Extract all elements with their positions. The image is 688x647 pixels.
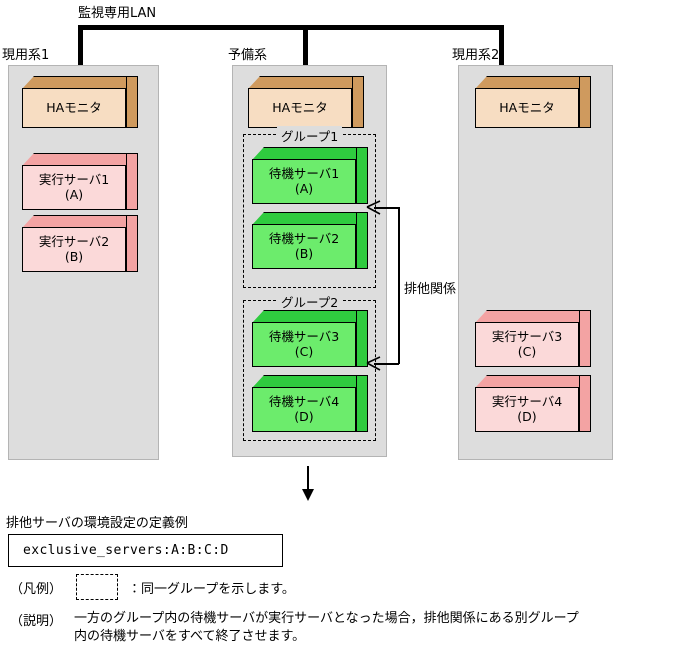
box-side-face: [579, 76, 591, 128]
ha-monitor-active1: HAモニタ: [22, 76, 138, 128]
group-label-2: グループ2: [277, 292, 343, 311]
system-label-active2: 現用系2: [452, 48, 500, 63]
system-label-standby: 予備系: [228, 48, 268, 63]
explanation-key-label: （説明）: [10, 614, 63, 629]
box-side-face: [126, 153, 138, 210]
exclusive-bracket-line: [398, 207, 400, 364]
lan-drop-active2: [499, 25, 504, 67]
server-name: 実行サーバ2: [38, 234, 110, 250]
box-front-face: HAモニタ: [475, 88, 579, 128]
lan-label: 監視専用LAN: [78, 6, 157, 21]
box-front-face: 待機サーバ1 (A): [252, 159, 356, 204]
definition-title: 排他サーバの環境設定の定義例: [6, 516, 188, 531]
box-side-face: [579, 375, 591, 432]
ha-monitor-standby: HAモニタ: [248, 76, 364, 128]
box-side-face: [356, 310, 368, 367]
server-id: (C): [517, 343, 537, 359]
lan-bus-line: [78, 25, 504, 30]
box-side-face: [356, 212, 368, 269]
box-front-face: 待機サーバ3 (C): [252, 322, 356, 367]
box-front-face: 実行サーバ4 (D): [475, 387, 579, 432]
server-name: 実行サーバ1: [38, 172, 110, 188]
box-side-face: [126, 215, 138, 272]
lan-drop-active1: [78, 25, 83, 67]
server-box-exec1: 実行サーバ1 (A): [22, 153, 138, 210]
server-id: (B): [64, 248, 84, 264]
server-id: (D): [517, 408, 537, 424]
explanation-line-2: 内の待機サーバをすべて終了させます。: [74, 629, 306, 644]
box-front-face: 実行サーバ2 (B): [22, 227, 126, 272]
ha-monitor-label: HAモニタ: [272, 99, 328, 115]
server-name: 待機サーバ1: [268, 166, 340, 182]
server-id: (A): [64, 186, 84, 202]
server-box-exec2: 実行サーバ2 (B): [22, 215, 138, 272]
definition-code: exclusive_servers:A:B:C:D: [23, 543, 229, 558]
legend-group-swatch: [76, 574, 118, 600]
exclusive-bracket-bottom: [374, 363, 399, 365]
ha-monitor-active2: HAモニタ: [475, 76, 591, 128]
server-box-standby3: 待機サーバ3 (C): [252, 310, 368, 367]
server-name: 実行サーバ4: [491, 394, 563, 410]
group-label-1: グループ1: [277, 126, 343, 145]
flow-arrow-head: [302, 489, 314, 501]
system-label-active1: 現用系1: [2, 48, 50, 63]
exclusive-arrow-head-bottom: [366, 356, 381, 371]
server-id: (A): [294, 180, 314, 196]
legend-key-label: （凡例）: [10, 582, 63, 597]
server-name: 待機サーバ3: [268, 329, 340, 345]
ha-monitor-label: HAモニタ: [46, 99, 102, 115]
box-side-face: [356, 375, 368, 432]
server-id: (D): [294, 408, 314, 424]
box-side-face: [356, 147, 368, 204]
box-front-face: 実行サーバ1 (A): [22, 165, 126, 210]
definition-code-box: exclusive_servers:A:B:C:D: [8, 534, 283, 567]
server-box-exec3: 実行サーバ3 (C): [475, 310, 591, 367]
server-id: (B): [294, 245, 314, 261]
box-front-face: 待機サーバ2 (B): [252, 224, 356, 269]
box-side-face: [579, 310, 591, 367]
exclusive-relation-label: 排他関係: [404, 282, 457, 297]
ha-monitor-label: HAモニタ: [499, 99, 555, 115]
box-side-face: [352, 76, 364, 128]
box-side-face: [126, 76, 138, 128]
box-front-face: HAモニタ: [22, 88, 126, 128]
server-box-exec4: 実行サーバ4 (D): [475, 375, 591, 432]
exclusive-arrow-head-top: [366, 200, 381, 215]
legend-description: ：同一グループを示します。: [128, 582, 295, 597]
box-front-face: HAモニタ: [248, 88, 352, 128]
server-name: 待機サーバ2: [268, 231, 340, 247]
server-name: 実行サーバ3: [491, 329, 563, 345]
server-box-standby1: 待機サーバ1 (A): [252, 147, 368, 204]
explanation-line-1: 一方のグループ内の待機サーバが実行サーバとなった場合，排他関係にある別グループ: [74, 611, 579, 626]
box-front-face: 待機サーバ4 (D): [252, 387, 356, 432]
flow-arrow-stem: [307, 466, 309, 490]
server-box-standby2: 待機サーバ2 (B): [252, 212, 368, 269]
exclusive-bracket-top: [374, 207, 399, 209]
server-id: (C): [294, 343, 314, 359]
server-box-standby4: 待機サーバ4 (D): [252, 375, 368, 432]
lan-drop-standby: [303, 25, 308, 67]
server-name: 待機サーバ4: [268, 394, 340, 410]
box-front-face: 実行サーバ3 (C): [475, 322, 579, 367]
